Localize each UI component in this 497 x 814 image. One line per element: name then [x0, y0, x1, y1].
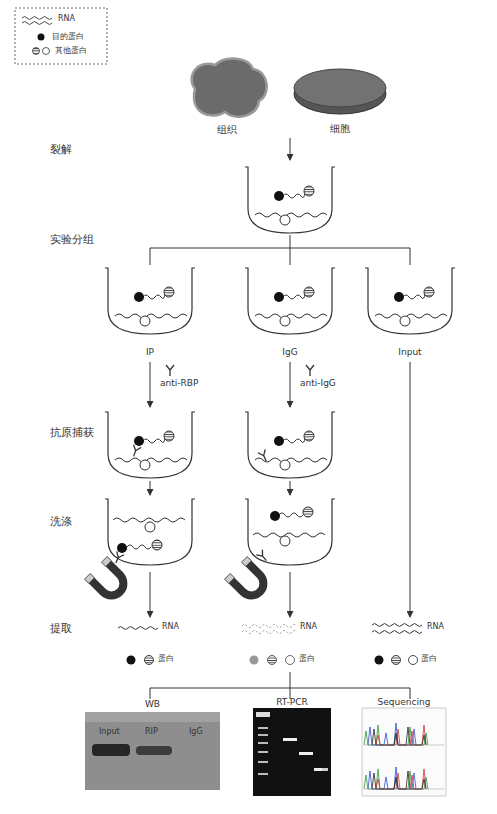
step-label: 抗原捕获	[50, 426, 94, 439]
result-panel: Sequencing	[362, 696, 446, 708]
product-label: RNA	[427, 622, 444, 632]
tube-outline	[365, 268, 455, 334]
tube-shape	[365, 266, 455, 338]
tissue-blob	[192, 59, 267, 117]
panel-title: WB	[85, 698, 220, 710]
flow-arrow	[290, 138, 291, 160]
result-panel: WB	[85, 698, 220, 710]
tube-outline	[245, 268, 335, 334]
tube-outline	[105, 268, 195, 334]
tissue-node: 组织	[183, 55, 271, 136]
flow-arrow	[150, 362, 151, 407]
antibody-symbol	[306, 365, 314, 376]
antibody-symbol	[166, 365, 174, 376]
molecule-mix	[375, 287, 447, 326]
product-label: RNA	[300, 622, 317, 632]
cell-node: 细胞	[290, 62, 390, 135]
sequencing-image	[362, 708, 446, 796]
capture-tube	[245, 412, 335, 478]
dish-shape	[290, 62, 390, 118]
legend-text: RNA	[58, 14, 75, 24]
step-label: 提取	[50, 622, 72, 635]
molecule-mix	[115, 287, 187, 326]
rna-sample	[22, 22, 52, 25]
legend-box	[15, 8, 107, 64]
input-products	[372, 624, 422, 665]
lane-label: RIP	[145, 727, 158, 737]
antibody-label: anti-IgG	[300, 378, 336, 389]
legend-text: 其他蛋白	[55, 46, 87, 56]
molecule-mix	[255, 287, 327, 326]
flow-arrow	[290, 481, 291, 495]
magnet-symbol	[85, 557, 132, 604]
other-protein-sample	[43, 48, 50, 55]
result-panel: RT-PCR	[253, 696, 331, 708]
flow-arrow	[290, 362, 291, 407]
flow-arrow	[150, 481, 151, 495]
blob-shape	[183, 55, 271, 119]
step-label: 裂解	[50, 143, 72, 156]
rna-sample	[22, 17, 52, 20]
magnet-symbol	[225, 557, 272, 604]
lane-label: Input	[99, 727, 120, 737]
flow-arrow	[410, 362, 411, 617]
flow-arrow	[150, 572, 151, 617]
step-label: 洗涤	[50, 515, 72, 528]
panel-title: RT-PCR	[253, 696, 331, 708]
legend-text: 目的蛋白	[52, 32, 84, 42]
wb-gel-image	[85, 712, 220, 790]
dish-top	[294, 69, 386, 107]
ip-products	[118, 627, 158, 665]
ip-tube: IP	[105, 266, 195, 358]
split-lines	[150, 235, 410, 265]
pcr-gel-image	[253, 708, 331, 796]
input-tube: Input	[365, 266, 455, 358]
product-label: 蛋白	[421, 654, 437, 664]
product-label: 蛋白	[158, 654, 174, 664]
group-label: IgG	[245, 346, 335, 358]
product-label: RNA	[162, 622, 179, 632]
bracket	[150, 672, 410, 699]
flow-arrow	[290, 572, 291, 617]
node-label: 组织	[183, 123, 271, 136]
igg-products	[242, 625, 297, 665]
igg-tube: IgG	[245, 266, 335, 358]
node-label: 细胞	[290, 122, 390, 135]
product-label: 蛋白	[299, 654, 315, 664]
capture-tube	[105, 412, 195, 478]
group-label: Input	[365, 346, 455, 358]
lysis-tube	[245, 167, 335, 233]
tube-shape	[245, 266, 335, 338]
target-protein-sample	[38, 34, 45, 41]
wash-tube	[245, 499, 335, 565]
step-label: 实验分组	[50, 233, 94, 246]
tube-shape	[105, 266, 195, 338]
panel-title: Sequencing	[362, 696, 446, 708]
wash-tube	[105, 499, 195, 565]
antibody-label: anti-RBP	[160, 378, 198, 389]
other-protein-sample	[33, 48, 40, 55]
lane-label: IgG	[189, 727, 203, 737]
group-label: IP	[105, 346, 195, 358]
